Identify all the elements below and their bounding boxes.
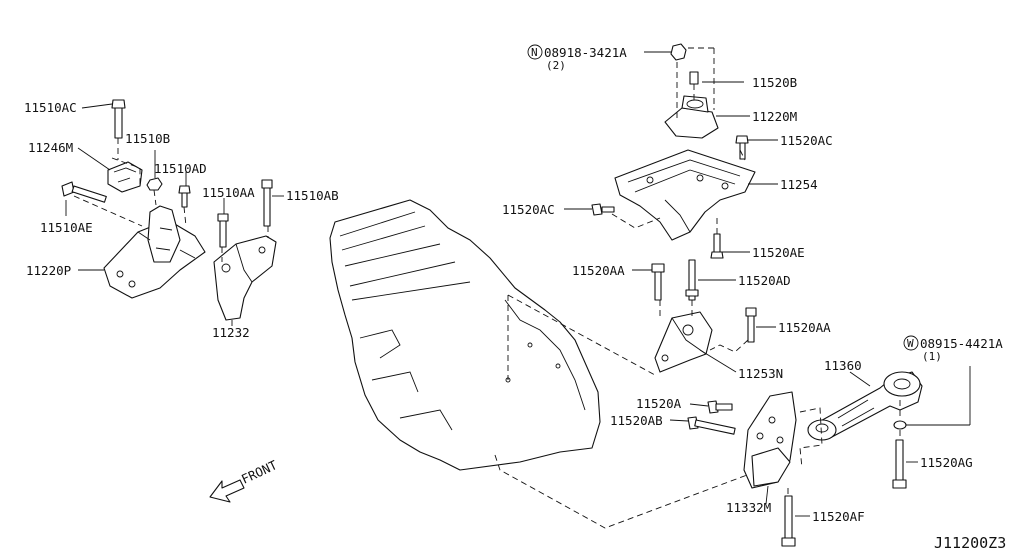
bracket-11246m bbox=[107, 161, 143, 193]
bracket-11232 bbox=[213, 235, 277, 321]
leader-lines bbox=[65, 51, 971, 517]
callout-label: 11510AB bbox=[286, 188, 339, 203]
bolt-11520ab bbox=[687, 416, 736, 435]
callout-label: 11510B bbox=[125, 131, 170, 146]
bracket-11253n bbox=[654, 311, 713, 373]
bolt-11510aa bbox=[217, 213, 229, 248]
direction-label: FRONT bbox=[239, 457, 280, 487]
bolt-11520a bbox=[707, 400, 733, 414]
stud-11520ad bbox=[685, 259, 699, 301]
callout-label: 11520AA bbox=[778, 320, 831, 335]
callout-label: 11520B bbox=[752, 75, 797, 90]
diagram-reference-code: J11200Z3 bbox=[934, 534, 1006, 552]
callout-label: 11520AC bbox=[780, 133, 833, 148]
bolt-11520ac-upper bbox=[735, 135, 749, 160]
callout-quantity: (2) bbox=[546, 59, 566, 72]
callout-label: 11520AE bbox=[752, 245, 805, 260]
callout-label: 11520AG bbox=[920, 455, 973, 470]
bolt-11510ae bbox=[61, 181, 107, 203]
washer-08915-4421a bbox=[893, 420, 907, 430]
callout-label: 08915-4421A bbox=[920, 336, 1003, 351]
stud-11520b bbox=[689, 71, 699, 85]
callout-label: 11520A bbox=[636, 396, 682, 411]
callout-prefix: W bbox=[907, 337, 914, 350]
bolt-11520af bbox=[781, 495, 796, 547]
callout-label: 11520AA bbox=[572, 263, 625, 278]
callout-label: 11332M bbox=[726, 500, 771, 515]
bolt-11510ac bbox=[111, 99, 126, 139]
callout-label: 11510AD bbox=[154, 161, 207, 176]
callout-label: 11220M bbox=[752, 109, 797, 124]
callout-label: 11510AC bbox=[24, 100, 77, 115]
callout-label: 11520AF bbox=[812, 509, 865, 524]
bolt-11520ac-lower bbox=[591, 203, 615, 216]
bolt-11520ae bbox=[710, 233, 724, 259]
torque-rod-11360 bbox=[807, 371, 923, 441]
callout-label: 11510AE bbox=[40, 220, 93, 235]
callout-label: 11253N bbox=[738, 366, 783, 381]
bolt-11510ad bbox=[178, 185, 191, 208]
nut-08918-3421a bbox=[670, 43, 687, 61]
callout-labels: N 08918-3421A (2) 11520B 11220M 11520AC … bbox=[24, 44, 1003, 524]
engine-mount-insulator-11220p bbox=[103, 205, 206, 299]
bracket-11332m bbox=[743, 391, 797, 489]
callout-label: 11360 bbox=[824, 358, 862, 373]
callout-quantity: (1) bbox=[922, 350, 942, 363]
callout-label: 11220P bbox=[26, 263, 71, 278]
callout-label: 11520AC bbox=[502, 202, 555, 217]
callout-label: 11254 bbox=[780, 177, 818, 192]
engine-mount-insulator-11220m bbox=[664, 95, 719, 139]
callout-label: 11232 bbox=[212, 325, 250, 340]
nut-11510b bbox=[146, 177, 163, 191]
bolt-11510ab bbox=[261, 179, 273, 227]
engine-block bbox=[329, 199, 783, 529]
callout-label: 08918-3421A bbox=[544, 45, 627, 60]
callout-prefix: N bbox=[531, 46, 538, 59]
callout-prefix-circle bbox=[903, 335, 919, 351]
bolt-11520aa-left bbox=[651, 263, 665, 301]
front-arrow-icon bbox=[209, 479, 245, 503]
callout-prefix-circle bbox=[527, 44, 543, 60]
callout-label: 11510AA bbox=[202, 185, 255, 200]
callout-label: 11520AB bbox=[610, 413, 663, 428]
callout-label: 11246M bbox=[28, 140, 73, 155]
assembly-guide-top-right bbox=[611, 47, 749, 353]
mount-bracket-11254 bbox=[614, 149, 756, 241]
callout-label: 11520AD bbox=[738, 273, 791, 288]
bolt-11520aa-right bbox=[745, 307, 757, 343]
bolt-11520ag bbox=[892, 439, 907, 489]
assembly-guide-left bbox=[73, 138, 269, 262]
